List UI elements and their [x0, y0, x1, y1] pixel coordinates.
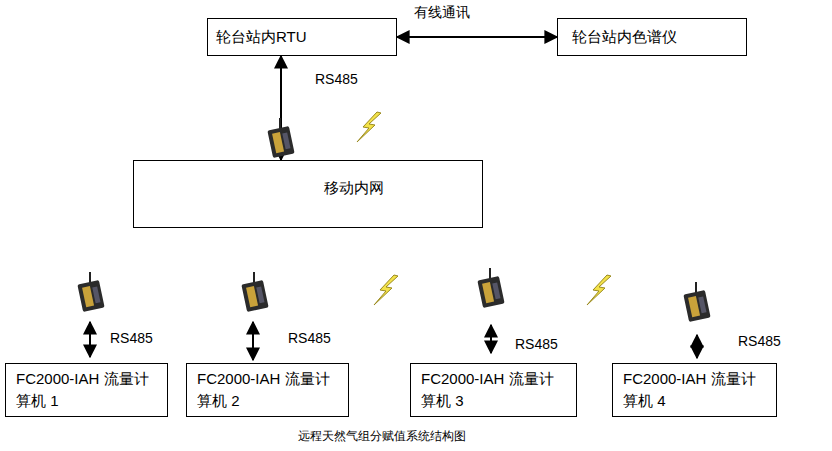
signal-label: RS485	[738, 333, 781, 349]
modem-icon	[241, 272, 268, 312]
box-text: 移动内网	[324, 177, 472, 199]
rs485-arrow	[252, 322, 254, 360]
wireless-bolt	[374, 275, 398, 305]
signal-label: RS485	[110, 330, 153, 346]
rs485-arrow	[89, 322, 91, 357]
box-text: FC2000-IAH 流量计算机 3	[421, 368, 566, 412]
wireless-bolt	[587, 275, 611, 305]
modem-icon	[683, 282, 710, 322]
box-text: FC2000-IAH 流量计算机 4	[623, 368, 766, 412]
rs485-arrow	[490, 325, 492, 353]
computer-box: FC2000-IAH 流量计算机 1	[5, 363, 168, 417]
computer-box: FC2000-IAH 流量计算机 3	[410, 363, 577, 417]
box-text: 轮台站内色谱仪	[572, 26, 732, 48]
wireless-bolt	[357, 112, 381, 142]
network-box: 移动内网	[133, 160, 483, 228]
rs485-arrow	[696, 335, 698, 358]
signal-label: RS485	[288, 330, 331, 346]
computer-box: FC2000-IAH 流量计算机 2	[186, 363, 349, 417]
box-text: FC2000-IAH 流量计算机 1	[16, 368, 157, 412]
station-box: 轮台站内RTU	[207, 18, 397, 56]
figure-caption: 远程天然气组分赋值系统结构图	[298, 428, 466, 445]
edge-label: 有线通讯	[412, 4, 472, 22]
modem-icon	[267, 118, 294, 158]
box-text: 轮台站内RTU	[216, 26, 388, 48]
signal-label: RS485	[515, 336, 558, 352]
connector	[280, 56, 282, 160]
modem-icon	[77, 272, 104, 312]
edge-label: RS485	[313, 71, 360, 87]
connector	[397, 36, 557, 38]
station-box: 轮台站内色谱仪	[557, 18, 747, 56]
box-text: FC2000-IAH 流量计算机 2	[197, 368, 338, 412]
modem-icon	[477, 268, 504, 308]
computer-box: FC2000-IAH 流量计算机 4	[612, 363, 777, 417]
